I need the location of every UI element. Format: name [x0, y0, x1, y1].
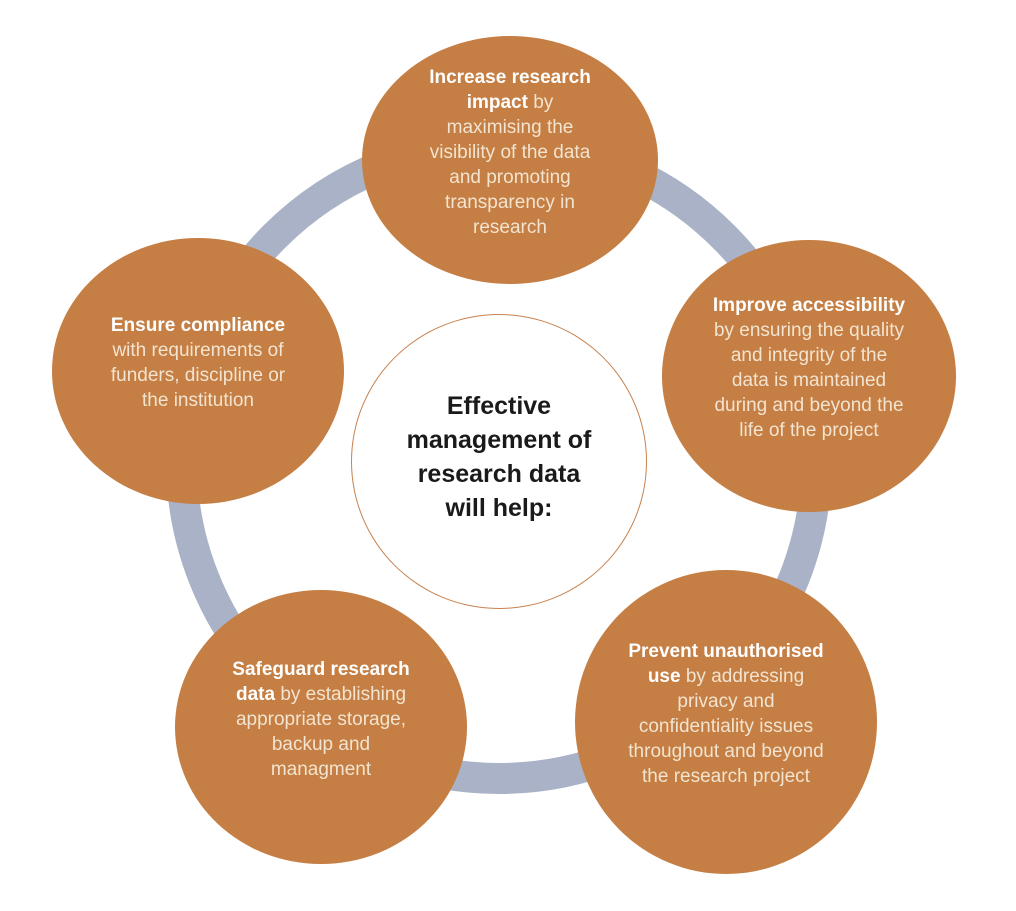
bubble-safeguard-research-data-text: Safeguard researchdata by establishingap…: [232, 658, 410, 780]
bubble-increase-research-impact: Increase researchimpact bymaximising the…: [362, 36, 658, 284]
bubble-increase-research-impact-text: Increase researchimpact bymaximising the…: [429, 66, 591, 238]
bubble-prevent-unauthorised-use-text: Prevent unauthoriseduse by addressingpri…: [628, 641, 824, 787]
center-circle: Effectivemanagement ofresearch datawill …: [351, 314, 647, 609]
bubble-ensure-compliance: Ensure compliancewith requirements offun…: [52, 238, 344, 504]
bubble-prevent-unauthorised-use: Prevent unauthoriseduse by addressingpri…: [575, 570, 877, 874]
bubble-ensure-compliance-text: Ensure compliancewith requirements offun…: [110, 315, 286, 411]
bubble-safeguard-research-data: Safeguard researchdata by establishingap…: [175, 590, 467, 864]
center-title: Effectivemanagement ofresearch datawill …: [406, 391, 592, 522]
bubble-improve-accessibility: Improve accessibilityby ensuring the qua…: [662, 240, 956, 512]
bubble-improve-accessibility-text: Improve accessibilityby ensuring the qua…: [712, 295, 906, 441]
